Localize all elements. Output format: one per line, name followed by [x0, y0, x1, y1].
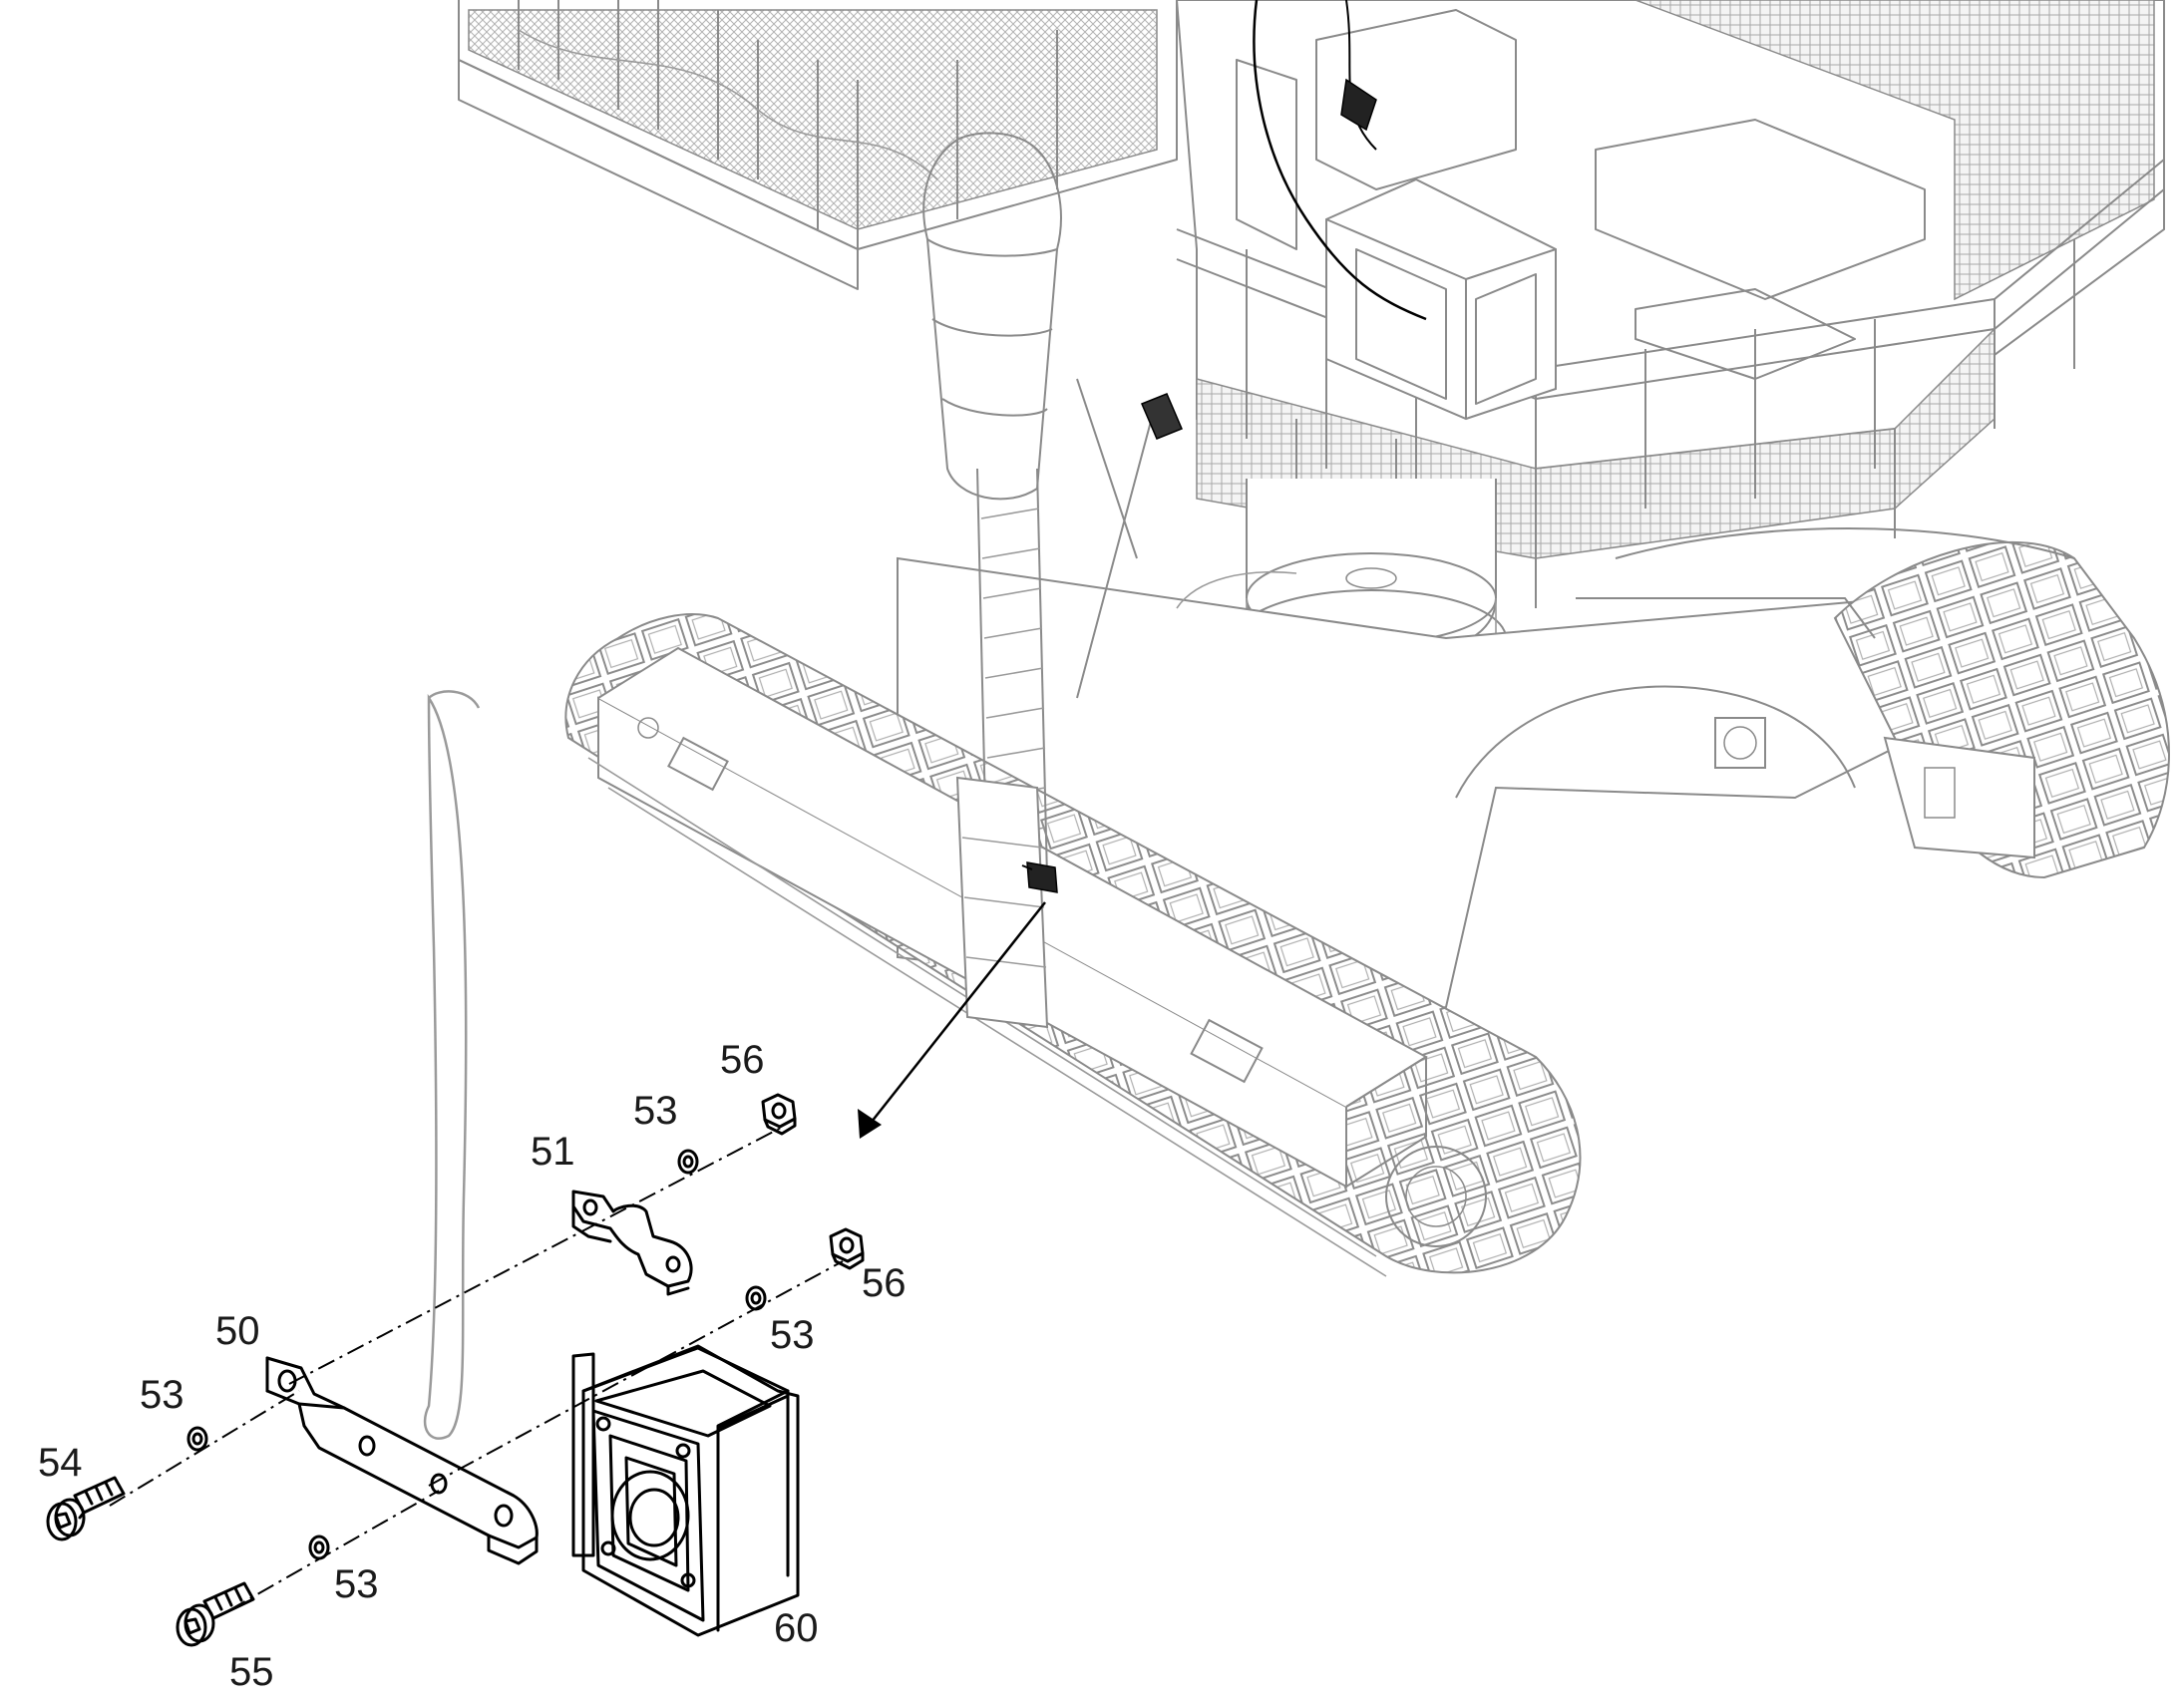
axis-line-lower — [428, 1260, 844, 1487]
washer-part-53-a — [677, 1149, 699, 1175]
clamp-part-51 — [571, 1190, 693, 1296]
switch-location-marker — [1021, 393, 1183, 893]
access-ladder — [922, 132, 1158, 1029]
bolt-part-55 — [176, 1581, 255, 1647]
excavator-illustration — [458, 0, 2170, 1277]
callout-50: 50 — [215, 1309, 260, 1353]
callout-53-c: 53 — [140, 1373, 184, 1417]
washer-part-53-c — [186, 1426, 208, 1452]
callout-56-b: 56 — [862, 1261, 907, 1305]
bracket-part-50 — [265, 1356, 539, 1565]
hose — [423, 693, 468, 1440]
left-walkway — [458, 0, 1178, 290]
switch-box-part-60 — [571, 1344, 800, 1637]
axis-line-upper — [288, 1126, 784, 1385]
callout-51: 51 — [531, 1130, 575, 1174]
bolt-part-54 — [46, 1476, 126, 1541]
callout-54: 54 — [38, 1441, 83, 1485]
right-crawler-track — [1576, 527, 2170, 879]
axis-line-bolt-55 — [228, 1490, 440, 1611]
callout-60: 60 — [774, 1606, 819, 1650]
washer-part-53-b — [745, 1285, 767, 1311]
detail-arrow — [858, 901, 1046, 1139]
callout-56-a: 56 — [720, 1038, 765, 1082]
exploded-detail — [46, 690, 865, 1647]
washer-part-53-d — [308, 1535, 330, 1560]
callout-55: 55 — [229, 1650, 274, 1694]
nut-part-56-b — [829, 1227, 865, 1270]
callout-53-d: 53 — [334, 1562, 379, 1606]
callout-53-a: 53 — [633, 1089, 678, 1133]
nut-part-56-a — [761, 1093, 797, 1136]
callout-53-b: 53 — [770, 1313, 815, 1357]
axis-line-bolt-54 — [109, 1390, 300, 1507]
callout-labels: 50 51 53 53 53 53 54 55 56 56 60 — [38, 1038, 907, 1694]
